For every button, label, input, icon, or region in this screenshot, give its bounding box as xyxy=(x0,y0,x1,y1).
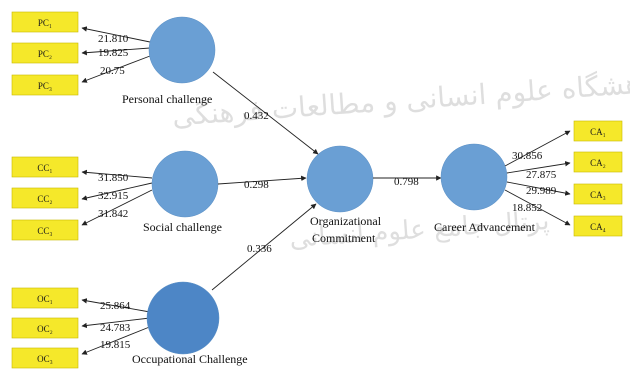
pc-loading-1: 21.810 xyxy=(98,33,129,45)
cc-indicator-1: CC₁ xyxy=(11,156,79,178)
ca-indicator-2-label: CA₂ xyxy=(590,158,606,168)
watermark-line-1: پژوهشگاه علوم انسانی و مطالعات فرهنگی xyxy=(171,64,630,132)
pc-indicator-1: PC₁ xyxy=(11,11,79,33)
ca-indicator-3-label: CA₃ xyxy=(590,190,606,200)
pc-loading-arrow-2 xyxy=(81,47,151,56)
cc-loading-arrow-3 xyxy=(81,189,153,226)
organizational-commitment-node xyxy=(306,145,374,213)
oc-indicator-3-label: OC₃ xyxy=(37,354,53,364)
oc-loading-arrow-2 xyxy=(81,317,151,329)
oc-loading-arrow-1 xyxy=(81,298,151,313)
pc-loading-2: 19.825 xyxy=(98,47,129,59)
oc-loading-2: 24.783 xyxy=(100,322,131,334)
oc-indicator-2-label: OC₂ xyxy=(37,324,53,334)
pc-indicator-2: PC₂ xyxy=(11,42,79,64)
path-personal-to-org-arrow xyxy=(212,71,319,155)
ca-loading-arrow-3 xyxy=(506,181,571,196)
path-occupational-to-org-arrow xyxy=(211,203,317,291)
oc-loading-3: 19.815 xyxy=(100,339,131,351)
career-advancement-node xyxy=(440,143,508,211)
path-org-to-career-weight: 0.798 xyxy=(394,176,419,188)
oc-indicator-1: OC₁ xyxy=(11,287,79,309)
ca-indicator-1-label: CA₁ xyxy=(590,127,606,137)
cc-indicator-1-label: CC₁ xyxy=(37,163,52,173)
ca-loading-1: 30.856 xyxy=(512,150,543,162)
ca-loading-4: 18.852 xyxy=(512,202,542,214)
oc-indicator-1-label: OC₁ xyxy=(37,294,53,304)
path-personal-to-org-weight: 0.432 xyxy=(244,110,269,122)
path-occupational-to-org-weight: 0.336 xyxy=(247,243,272,255)
oc-indicator-3: OC₃ xyxy=(11,347,79,369)
oc-indicator-2: OC₂ xyxy=(11,317,79,339)
cc-loading-2: 32.915 xyxy=(98,190,129,202)
organizational-commitment-label-line2: Commitment xyxy=(312,231,376,245)
path-social-to-org-arrow xyxy=(217,175,307,185)
cc-indicator-3: CC₃ xyxy=(11,219,79,241)
path-social-to-org-weight: 0.298 xyxy=(244,179,269,191)
ca-indicator-3: CA₃ xyxy=(573,183,623,205)
pc-indicator-3-label: PC₃ xyxy=(38,81,52,91)
cc-loading-3: 31.842 xyxy=(98,208,128,220)
ca-loading-2: 27.875 xyxy=(526,169,557,181)
organizational-commitment-label-line1: Organizational xyxy=(310,214,382,228)
pc-loading-arrow-3 xyxy=(81,55,151,83)
social-challenge-label: Social challenge xyxy=(143,220,222,234)
pc-indicator-3: PC₃ xyxy=(11,74,79,96)
cc-indicator-2: CC₂ xyxy=(11,187,79,209)
ca-indicator-4-label: CA₄ xyxy=(590,222,606,232)
occupational-challenge-node xyxy=(146,281,220,355)
oc-loading-arrow-3 xyxy=(81,325,153,355)
pc-loading-arrow-1 xyxy=(81,26,151,43)
pc-loading-3: 20.75 xyxy=(100,65,125,77)
occupational-challenge-label: Occupational Challenge xyxy=(132,352,248,366)
pc-indicator-1-label: PC₁ xyxy=(38,18,52,28)
ca-indicator-4: CA₄ xyxy=(573,215,623,237)
social-challenge-node xyxy=(151,150,219,218)
ca-loading-arrow-4 xyxy=(504,189,571,226)
ca-loading-3: 29.989 xyxy=(526,185,557,197)
cc-loading-arrow-2 xyxy=(81,182,153,201)
ca-indicator-2: CA₂ xyxy=(573,151,623,173)
cc-loading-1: 31.850 xyxy=(98,172,129,184)
ca-loading-arrow-1 xyxy=(504,130,571,167)
personal-challenge-node xyxy=(148,16,216,84)
cc-indicator-3-label: CC₃ xyxy=(37,226,52,236)
personal-challenge-label: Personal challenge xyxy=(122,92,212,106)
career-advancement-label: Career Advancement xyxy=(434,220,536,234)
pc-indicator-2-label: PC₂ xyxy=(38,49,52,59)
ca-loading-arrow-2 xyxy=(506,161,571,174)
cc-indicator-2-label: CC₂ xyxy=(37,194,52,204)
oc-loading-1: 25.864 xyxy=(100,300,131,312)
cc-loading-arrow-1 xyxy=(81,169,153,179)
ca-indicator-1: CA₁ xyxy=(573,120,623,142)
